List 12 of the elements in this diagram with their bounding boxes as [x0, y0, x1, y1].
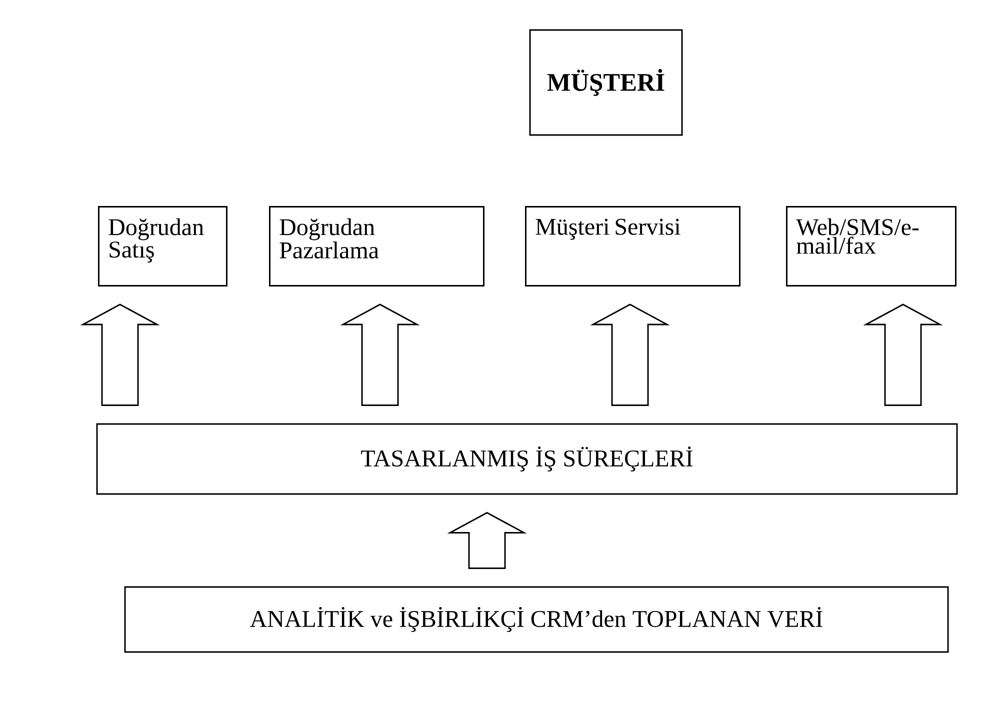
process-box: ANALİTİK ve İŞBİRLİKÇİ CRM’den TOPLANAN VERİ — [124, 586, 949, 653]
title-box: MÜŞTERİ — [529, 29, 683, 136]
process-box: TASARLANMIŞ İŞ SÜREÇLERİ — [96, 423, 958, 495]
block-arrow — [590, 304, 670, 406]
block-arrow — [447, 512, 527, 569]
channel-box: Doğrudan Satış — [98, 206, 228, 286]
block-arrow — [863, 304, 943, 406]
channel-box: Web/SMS/e-mail/fax — [786, 206, 956, 286]
channel-box: Müşteri Servisi — [525, 206, 740, 286]
block-arrow — [340, 304, 420, 406]
block-arrow — [80, 304, 160, 406]
channel-box: Doğrudan Pazarlama — [269, 206, 484, 286]
